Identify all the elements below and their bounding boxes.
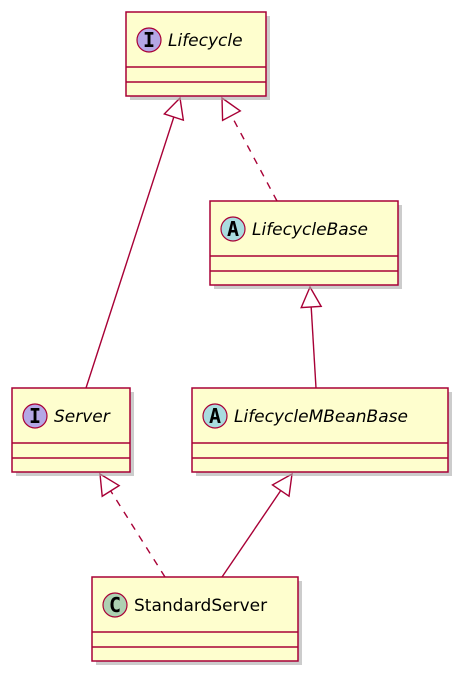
relation-lifecyclebase-to-lifecycle [221,96,278,202]
class-name: LifecycleBase [252,220,368,240]
stereotype-letter: A [209,404,221,428]
relation-line [85,116,175,389]
interface-stereotype-icon [22,403,48,429]
stereotype-letter: A [227,217,239,241]
abstract-stereotype-icon [220,216,246,242]
class-box-body [11,387,131,473]
relation-server-to-lifecycle [85,96,185,389]
class-box-lifecycle[interactable]: I Lifecycle [125,11,270,100]
class-box-lifecyclebase[interactable]: A LifecycleBase [209,200,402,289]
class-name: StandardServer [134,596,267,616]
abstract-stereotype-icon [202,403,228,429]
hollow-triangle-arrowhead [271,472,293,498]
class-name: LifecycleMBeanBase [234,407,408,427]
hollow-triangle-arrowhead [99,472,121,498]
class-box-body [125,11,267,97]
class-stereotype-icon [102,592,128,618]
hollow-triangle-arrowhead [221,96,242,122]
relations-layer [85,96,323,578]
class-box-lifecyclembeanbase[interactable]: A LifecycleMBeanBase [191,387,452,476]
relation-line [221,490,282,578]
class-box-body [209,200,399,286]
relation-line [110,490,166,578]
relation-standardserver-to-lifecyclembeanbase [221,472,293,578]
relation-line [310,306,317,389]
interface-stereotype-icon [136,27,162,53]
hollow-triangle-arrowhead [163,96,185,122]
class-box-body [91,576,299,662]
class-box-server[interactable]: I Server [11,387,134,476]
class-box-body [191,387,449,473]
stereotype-letter: I [29,404,41,428]
class-name: Server [54,407,111,427]
relation-standardserver-to-server [99,472,166,578]
class-box-standardserver[interactable]: C StandardServer [91,576,302,665]
relation-line [230,115,278,202]
stereotype-letter: C [109,593,121,617]
stereotype-letter: I [143,28,155,52]
class-name: Lifecycle [168,31,243,51]
hollow-triangle-arrowhead [300,285,323,309]
relation-lifecyclembeanbase-to-lifecyclebase [300,285,323,389]
